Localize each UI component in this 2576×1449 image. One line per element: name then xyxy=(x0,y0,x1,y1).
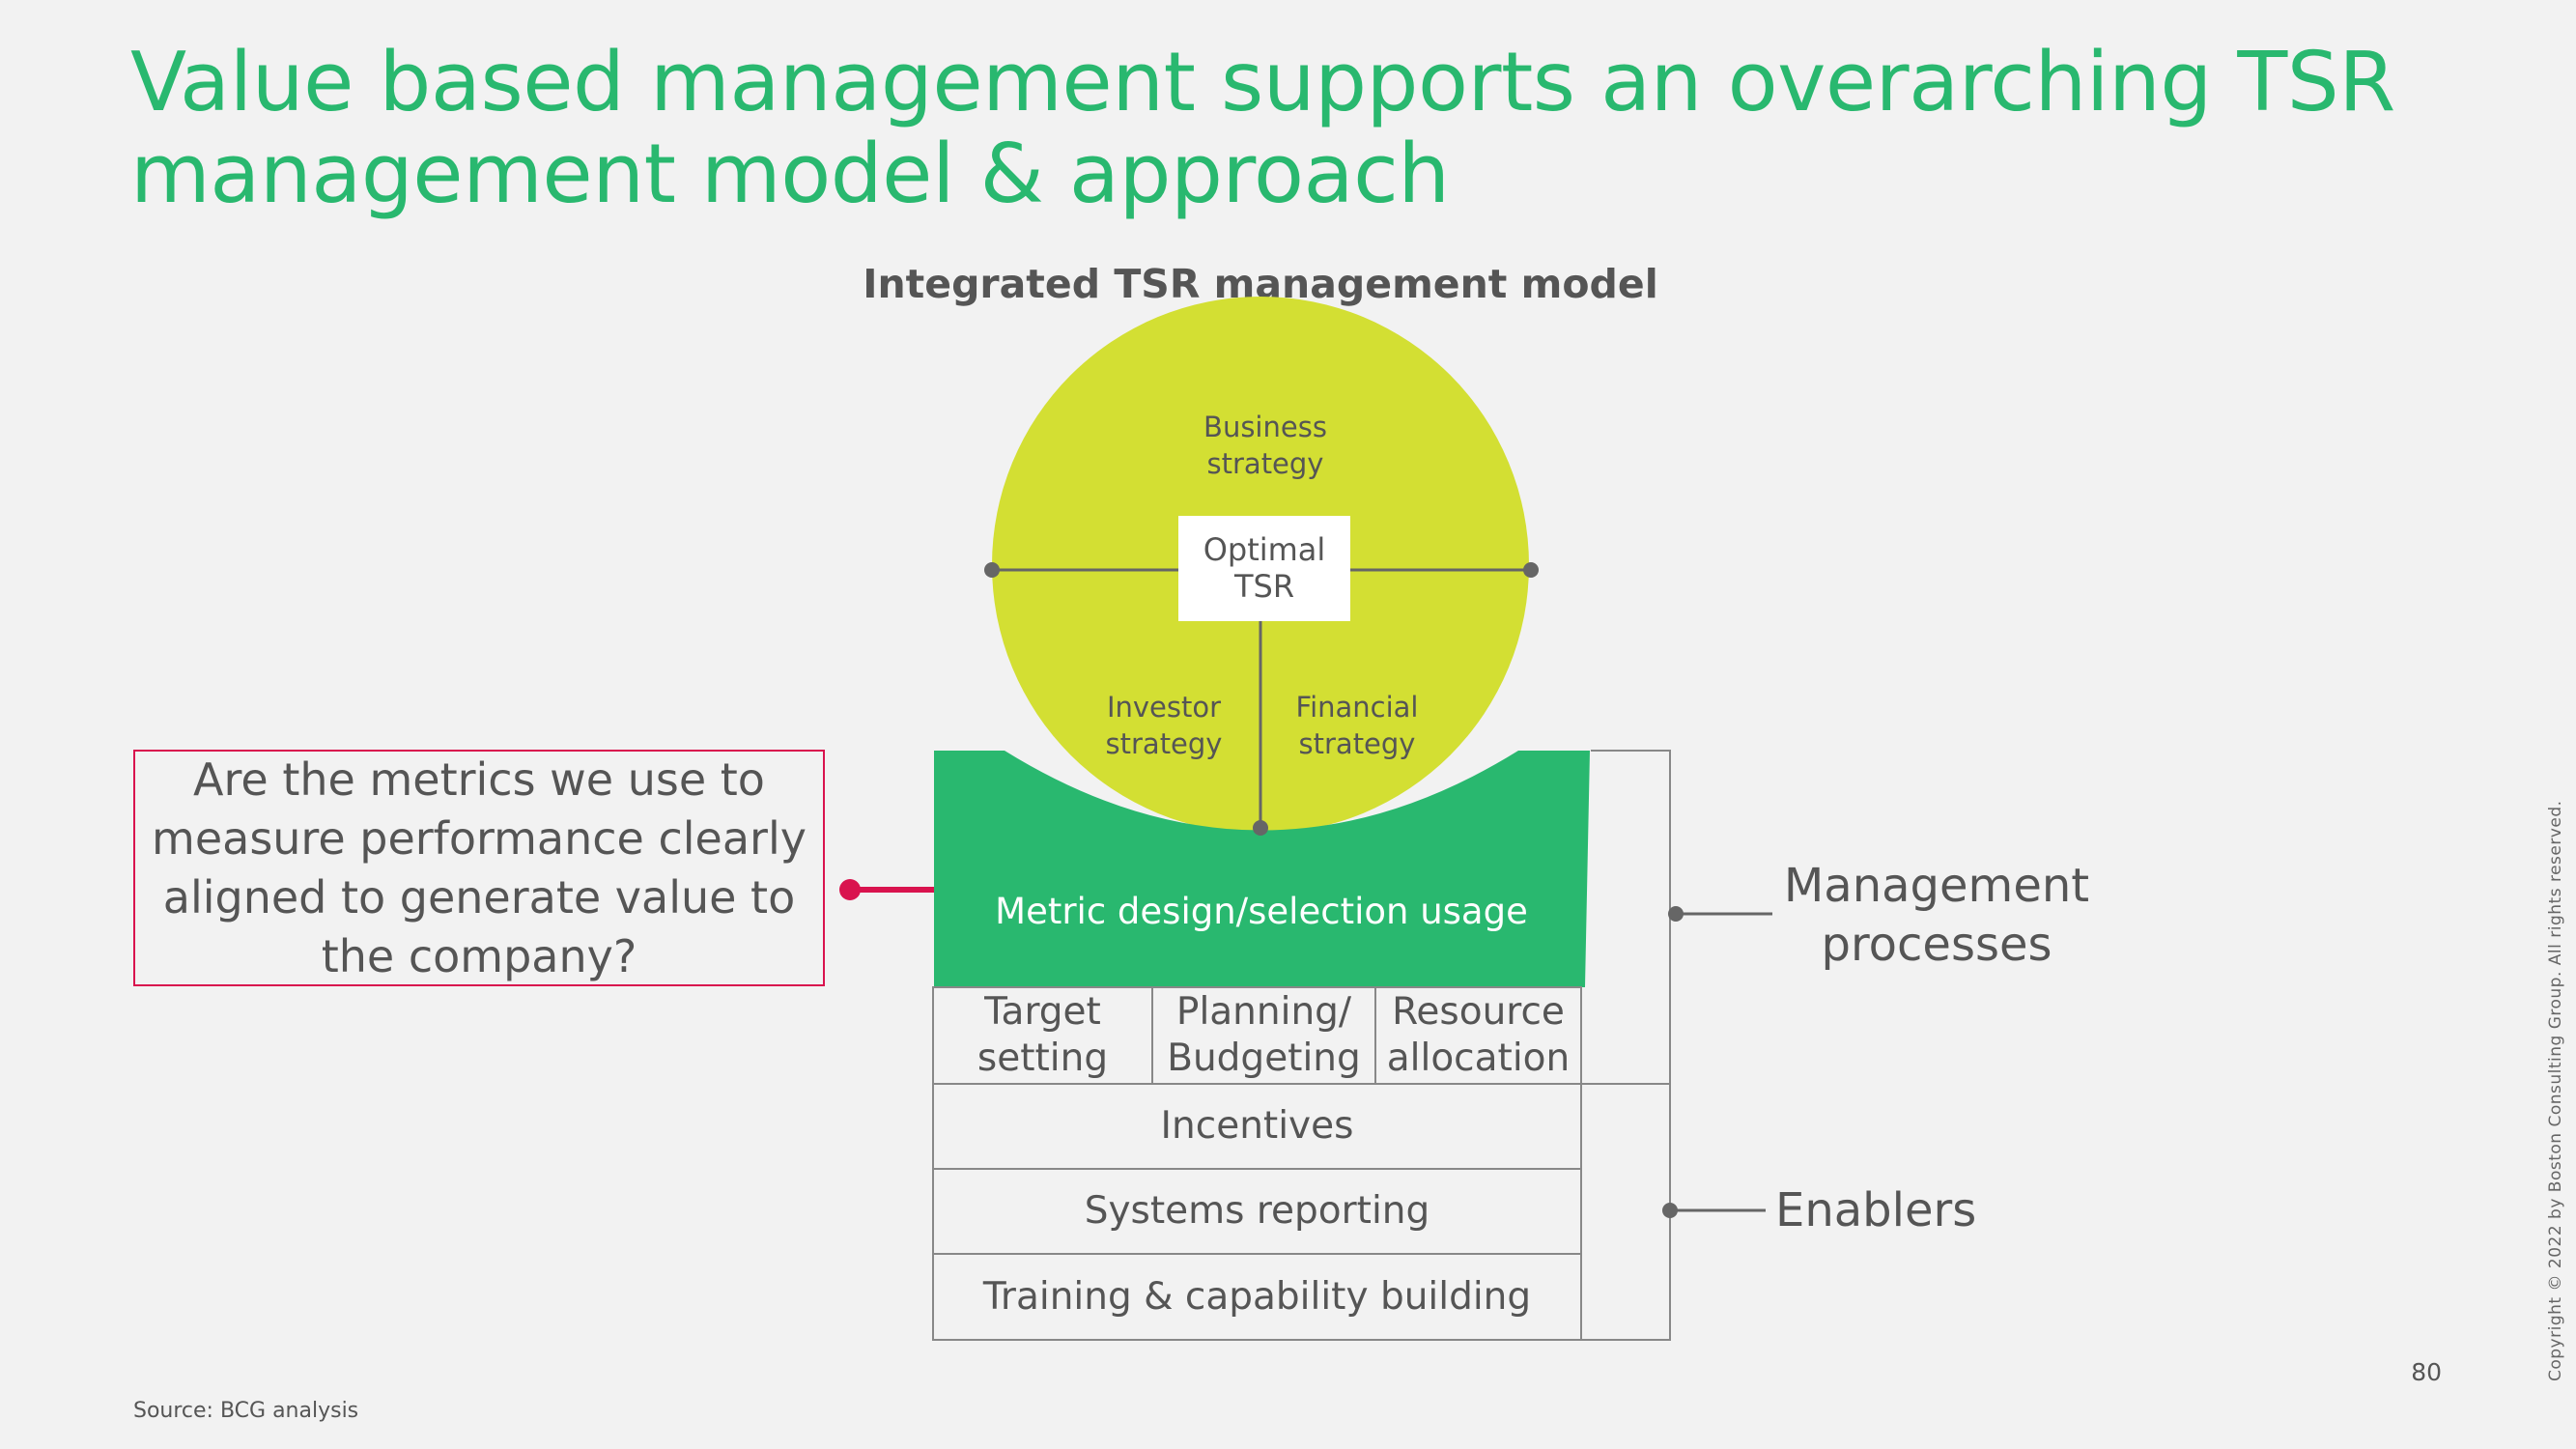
question-box: Are the metrics we use to measure perfor… xyxy=(133,750,825,986)
enabler-systems-reporting: Systems reporting xyxy=(1084,1189,1430,1233)
page-number: 80 xyxy=(2411,1358,2442,1386)
enabler-incentives: Incentives xyxy=(1160,1104,1354,1148)
question-text: Are the metrics we use to measure perfor… xyxy=(152,753,807,982)
optimal-tsr-line-1: Optimal xyxy=(1203,531,1326,568)
process-target-setting: Target setting xyxy=(977,990,1109,1080)
investor-strategy-line-1: Investor xyxy=(1106,691,1222,724)
right-dot xyxy=(1523,562,1539,578)
metric-band-label: Metric design/selection usage xyxy=(995,891,1528,932)
financial-strategy-line-1: Financial xyxy=(1295,691,1419,724)
business-strategy-line-2: strategy xyxy=(1206,447,1324,480)
financial-strategy-label: Financial strategy xyxy=(1260,689,1454,762)
process-resource-allocation: Resource allocation xyxy=(1386,990,1571,1080)
brackets xyxy=(1581,750,1671,1341)
process-planning-budgeting: Planning/ Budgeting xyxy=(1167,990,1361,1080)
slide-title-line-2: management model & approach xyxy=(130,127,1450,222)
optimal-tsr-line-2: TSR xyxy=(1233,568,1295,605)
copyright-notice: Copyright © 2022 by Boston Consulting Gr… xyxy=(2546,800,2565,1381)
management-connector-dot xyxy=(1668,906,1684,922)
question-connector-dot xyxy=(839,879,861,900)
business-strategy-label: Business strategy xyxy=(1169,409,1362,482)
enablers-connector-dot xyxy=(1662,1203,1678,1218)
left-dot xyxy=(984,562,1000,578)
optimal-tsr-box xyxy=(1178,516,1350,621)
business-strategy-line-1: Business xyxy=(1203,411,1327,443)
slide-title: Value based management supports an overa… xyxy=(130,35,2395,222)
financial-strategy-line-2: strategy xyxy=(1298,727,1416,760)
optimal-tsr-label: Optimal TSR xyxy=(1178,531,1350,605)
bottom-dot xyxy=(1253,820,1268,836)
slide-title-line-1: Value based management supports an overa… xyxy=(130,35,2395,130)
enabler-training: Training & capability building xyxy=(982,1274,1532,1319)
process-grid xyxy=(932,986,1582,1341)
enablers-label: Enablers xyxy=(1775,1183,1977,1237)
metric-band xyxy=(934,751,1590,987)
source-note: Source: BCG analysis xyxy=(133,1399,359,1423)
investor-strategy-line-2: strategy xyxy=(1105,727,1223,760)
investor-strategy-label: Investor strategy xyxy=(1067,689,1260,762)
management-processes-label: Management processes xyxy=(1783,859,2090,972)
